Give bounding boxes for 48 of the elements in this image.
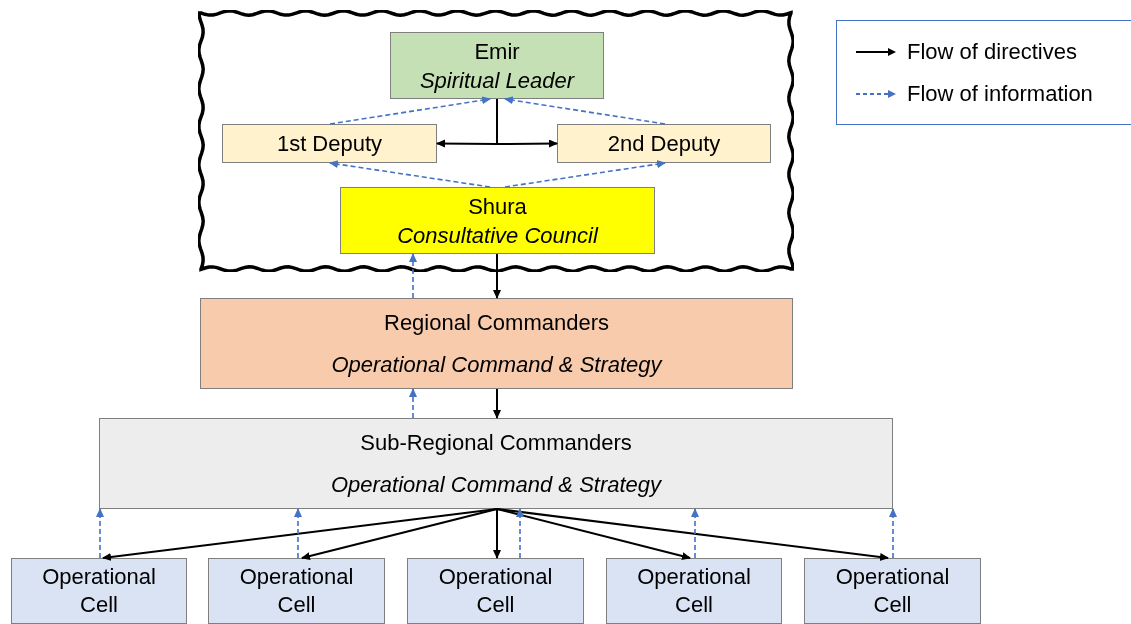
cell-box [11,558,187,624]
role-description: Spiritual Leader [419,66,575,95]
dashed-arrow [504,160,666,188]
cell-box [606,558,782,624]
council-box [340,187,655,254]
dashed-arrow [409,388,417,419]
role-title: Emir [474,37,520,66]
command-box [200,298,793,389]
legend-text: Flow of information [907,81,1093,106]
arrow [493,508,501,559]
arrow [493,388,501,419]
dashed-arrow [294,508,302,559]
arrow [102,508,498,561]
dashed-arrow [889,508,897,559]
arrow [496,508,889,561]
arrow [496,98,558,148]
frame-outline [198,10,794,272]
dashed-arrow [516,508,524,559]
leader-box [390,32,604,99]
role-title: Shura [468,192,527,221]
dashed-arrow [329,160,491,188]
dashed-arrow [329,96,491,125]
role-description: Operational Command & Strategy [331,350,662,379]
role-description: Operational Command & Strategy [330,470,662,499]
dashed-arrow [504,96,666,125]
role-title: Operational Cell [41,563,157,619]
command-box [99,418,893,509]
cell-box [804,558,981,624]
role-title: Regional Commanders [384,308,609,337]
role-title: Operational Cell [437,563,554,619]
dashed-arrow [96,508,104,559]
role-description: Consultative Council [397,221,598,250]
role-title: Operational Cell [238,563,355,619]
dashed-arrow [691,508,699,559]
role-title: Sub-Regional Commanders [360,428,632,457]
role-title: Operational Cell [636,563,752,619]
arrow [493,253,501,299]
deputy-box [222,124,437,163]
cell-box [407,558,584,624]
deputy-box [557,124,771,163]
role-title: 2nd Deputy [607,130,721,158]
dashed-arrow [409,253,417,299]
role-title: 1st Deputy [276,130,383,158]
legend-text: Flow of directives [907,39,1077,64]
cell-box [208,558,385,624]
role-title: Operational Cell [834,563,951,619]
arrow [301,508,498,560]
arrow [496,508,691,560]
